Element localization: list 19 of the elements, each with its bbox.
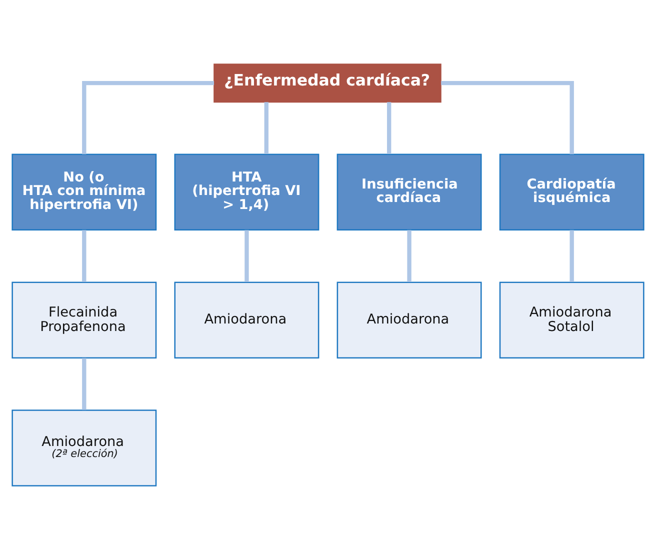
node-box: Cardiopatía isquémica bbox=[499, 154, 644, 231]
node-box: Amiodarona Sotalol bbox=[499, 282, 644, 358]
node-box: Amiodarona (2ª elección) bbox=[12, 410, 157, 486]
connector bbox=[387, 102, 392, 154]
node-box: No (o HTA con mínima hipertrofia VI) bbox=[12, 154, 157, 231]
node-box: Flecainida Propafenona bbox=[12, 282, 157, 358]
connector bbox=[441, 80, 574, 154]
node-box: ¿Enfermedad cardíaca? bbox=[214, 64, 442, 103]
connector bbox=[570, 230, 574, 282]
node-box: Insuficiencia cardíaca bbox=[336, 154, 482, 231]
connector bbox=[82, 230, 86, 282]
connector bbox=[407, 230, 412, 282]
node-box: Amiodarona bbox=[174, 282, 320, 358]
connector bbox=[244, 230, 249, 282]
connector bbox=[82, 80, 214, 154]
connector bbox=[264, 102, 268, 154]
node-box: Amiodarona bbox=[336, 282, 482, 358]
connector bbox=[82, 358, 86, 410]
node-box: HTA (hipertrofia VI > 1,4) bbox=[174, 154, 320, 231]
